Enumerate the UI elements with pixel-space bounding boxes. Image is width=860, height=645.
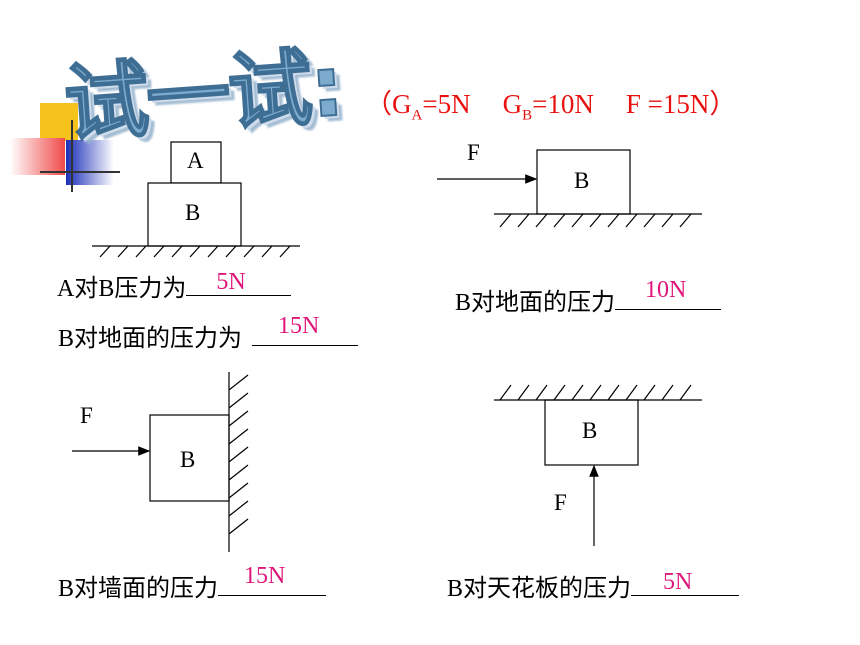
answer-fig3: 15N — [244, 563, 286, 589]
block-b-label-fig3: B — [180, 447, 196, 472]
force-label-fig3: F — [80, 403, 93, 428]
block-b-label-fig1: B — [185, 200, 201, 225]
figure-1 — [92, 141, 300, 258]
block-b-fig2 — [536, 149, 631, 215]
answer-fig4: 5N — [663, 569, 693, 595]
figure-3 — [72, 372, 249, 552]
answer-fig1-b: 15N — [278, 313, 320, 339]
answer-fig2: 10N — [645, 277, 687, 303]
block-b-fig3 — [149, 414, 230, 502]
block-b-label-fig2: B — [574, 168, 590, 193]
block-a-label: A — [187, 148, 204, 173]
corner-decoration — [0, 0, 120, 200]
figure-2 — [437, 149, 702, 228]
block-a — [170, 141, 222, 184]
ceiling-hatch-fig4 — [499, 384, 692, 401]
force-label-fig4: F — [554, 490, 567, 515]
block-b-fig1 — [147, 182, 242, 247]
figure-4 — [494, 384, 702, 546]
ground-hatch-fig1 — [99, 245, 291, 258]
answer-fig1-a: 5N — [216, 269, 246, 295]
block-b-label-fig4: B — [582, 418, 598, 443]
force-label-fig2: F — [467, 140, 480, 165]
wall-hatch-fig3 — [228, 374, 249, 535]
block-b-fig4 — [544, 399, 639, 466]
ground-hatch-fig2 — [499, 213, 692, 228]
